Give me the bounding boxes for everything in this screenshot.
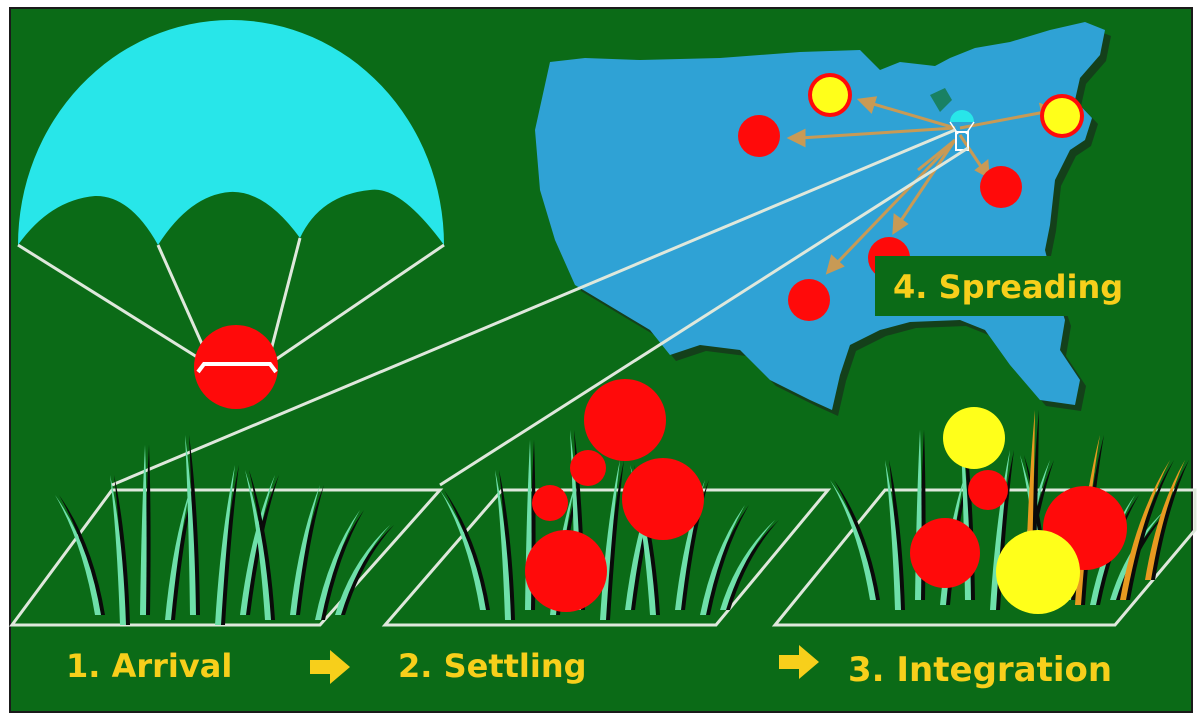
grass-blade [294,485,324,615]
integration-dots [910,407,1127,614]
grass-blade [55,495,101,615]
integration-dot [968,470,1008,510]
stage-label-settling: 2. Settling [398,647,587,685]
grass-blade [1124,460,1174,600]
stage-label-integration: 3. Integration [848,650,1112,690]
grass-blade [169,490,194,620]
grass-clump-arrival [55,435,394,625]
grass-blade [440,490,486,610]
right-arrow-icon [779,645,819,679]
grass-blade [1145,460,1185,580]
grass-blade [499,470,515,620]
grass-blade [1149,460,1189,580]
map-dot [812,77,848,113]
grass-blade [215,465,235,625]
grass-blade [1120,460,1170,600]
settling-dot [525,530,607,612]
settling-dot [570,450,606,486]
grass-blade [244,475,279,615]
parachute-icon [17,20,445,409]
grass-blade [675,480,705,610]
integration-dot [996,530,1080,614]
grass-blade [114,475,130,625]
settling-dots [525,379,704,612]
stage-label-spreading: 4. Spreading [893,268,1123,306]
settling-dot [622,458,704,540]
grass-blade [165,490,190,620]
small-parachute-icon [949,110,975,151]
plot-settling [381,488,832,627]
map-dot [788,279,830,321]
arriving-species-dot [194,325,278,409]
map-dot [1044,98,1080,134]
settling-dot [532,485,568,521]
stage-label-arrival: 1. Arrival [66,647,232,685]
grass-blade [1110,510,1165,600]
grass-blade [630,465,656,615]
map-dot [738,115,780,157]
plot-arrival [9,488,444,627]
grass-blade [724,520,779,610]
map-dot [980,166,1022,208]
grass-blade [1094,495,1139,605]
grass-blade [110,475,126,625]
integration-dot [910,518,980,588]
grass-blade [629,470,664,610]
grass-blade [185,435,196,615]
zoom-lines [111,128,969,487]
grass-blade [830,480,876,600]
grass-blade [315,510,360,620]
grass-blade [604,460,624,620]
grass-blade [625,470,660,610]
grass-blade [245,470,271,620]
grass-blade [189,435,200,615]
grass-blade [339,525,394,615]
integration-dot [943,407,1005,469]
grass-blade [1090,495,1135,605]
grass-blade [290,485,320,615]
grass-blade [700,505,745,615]
grass-blade [319,510,364,620]
grass-blade [240,475,275,615]
grass-blade [720,520,775,610]
grass-blade [335,525,390,615]
grass-blade [140,445,147,615]
grass-blade [889,460,905,610]
grass-blade [495,470,511,620]
grass-blade [704,505,749,615]
grass-blade [219,465,239,625]
spread-arrows [786,96,1059,275]
stage-label-box-spreading [875,256,1165,316]
settling-dot [584,379,666,461]
grass-blade [679,480,709,610]
grass-blade [885,460,901,610]
right-arrow-icon [310,650,350,684]
